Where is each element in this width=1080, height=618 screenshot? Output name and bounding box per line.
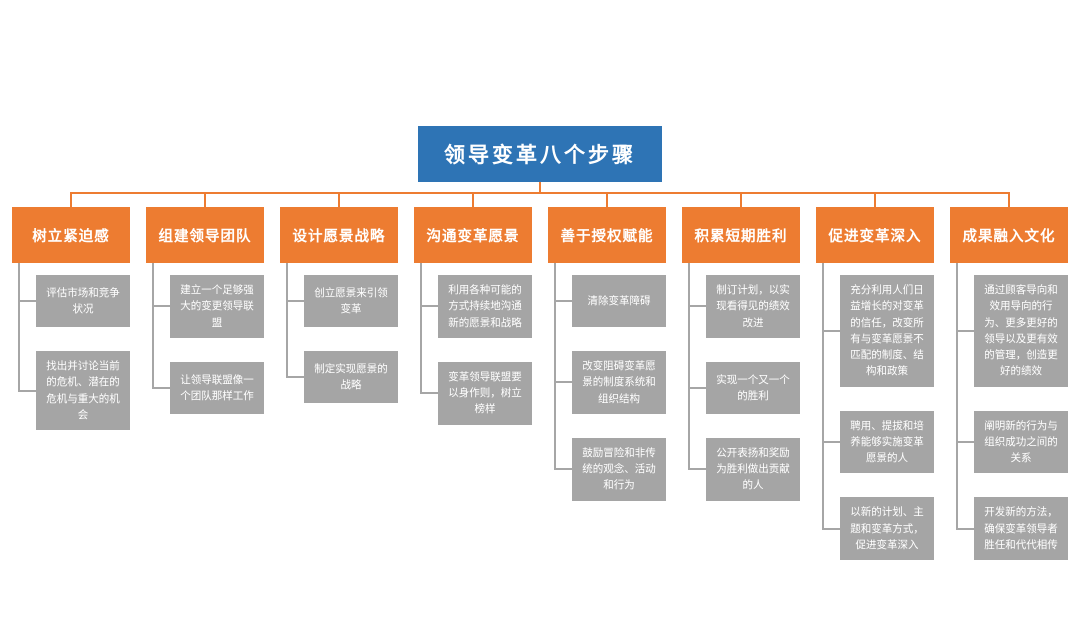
step-details: 通过顾客导向和效用导向的行为、更多更好的领导以及更有效的管理，创造更好的绩效 阐… — [950, 263, 1068, 572]
step-details: 充分利用人们日益增长的对变革的信任，改变所有与变革愿景不匹配的制度、结构和政策 … — [816, 263, 934, 572]
step-details: 利用各种可能的方式持续地沟通新的愿景和战略 变革领导联盟要以身作则，树立榜样 — [414, 263, 532, 437]
step-details: 评估市场和竞争状况 找出并讨论当前的危机、潜在的危机与重大的机会 — [12, 263, 130, 442]
step-column-5: 善于授权赋能 清除变革障碍 改变阻碍变革愿景的制度系统和组织结构 鼓励冒险和非传… — [548, 192, 666, 572]
detail-connector: 阐明新的行为与组织成功之间的关系 — [950, 398, 1068, 486]
detail-node: 清除变革障碍 — [572, 275, 666, 327]
detail-node: 变革领导联盟要以身作则，树立榜样 — [438, 361, 532, 425]
detail-node: 聘用、提拔和培养能够实施变革愿景的人 — [840, 410, 934, 474]
step-column-3: 设计愿景战略 创立愿景来引领变革 制定实现愿景的战略 — [280, 192, 398, 572]
step-node: 成果融入文化 — [950, 207, 1068, 263]
detail-connector: 充分利用人们日益增长的对变革的信任，改变所有与变革愿景不匹配的制度、结构和政策 — [816, 263, 934, 399]
detail-connector: 利用各种可能的方式持续地沟通新的愿景和战略 — [414, 263, 532, 350]
detail-node: 改变阻碍变革愿景的制度系统和组织结构 — [572, 351, 666, 414]
detail-connector: 鼓励冒险和非传统的观念、活动和行为 — [548, 425, 666, 513]
detail-node: 找出并讨论当前的危机、潜在的危机与重大的机会 — [36, 351, 130, 431]
detail-node: 公开表扬和奖励为胜利做出贡献的人 — [706, 437, 800, 501]
detail-connector: 通过顾客导向和效用导向的行为、更多更好的领导以及更有效的管理，创造更好的绩效 — [950, 263, 1068, 399]
detail-connector: 制订计划，以实现看得见的绩效改进 — [682, 263, 800, 350]
step-node: 促进变革深入 — [816, 207, 934, 263]
step-column-7: 促进变革深入 充分利用人们日益增长的对变革的信任，改变所有与变革愿景不匹配的制度… — [816, 192, 934, 572]
step-column-8: 成果融入文化 通过顾客导向和效用导向的行为、更多更好的领导以及更有效的管理，创造… — [950, 192, 1068, 572]
step-details: 创立愿景来引领变革 制定实现愿景的战略 — [280, 263, 398, 415]
step-node: 沟通变革愿景 — [414, 207, 532, 263]
detail-node: 鼓励冒险和非传统的观念、活动和行为 — [572, 437, 666, 501]
step-column-2: 组建领导团队 建立一个足够强大的变更领导联盟 让领导联盟像一个团队那样工作 — [146, 192, 264, 572]
detail-connector: 找出并讨论当前的危机、潜在的危机与重大的机会 — [12, 339, 130, 442]
step-details: 建立一个足够强大的变更领导联盟 让领导联盟像一个团队那样工作 — [146, 263, 264, 426]
title-connector-stub — [539, 182, 541, 192]
detail-node: 阐明新的行为与组织成功之间的关系 — [974, 410, 1068, 474]
step-node: 树立紧迫感 — [12, 207, 130, 263]
detail-connector: 评估市场和竞争状况 — [12, 263, 130, 339]
steps-row: 树立紧迫感 评估市场和竞争状况 找出并讨论当前的危机、潜在的危机与重大的机会 组… — [12, 192, 1068, 572]
detail-node: 通过顾客导向和效用导向的行为、更多更好的领导以及更有效的管理，创造更好的绩效 — [974, 275, 1068, 387]
detail-connector: 开发新的方法，确保变革领导者胜任和代代相传 — [950, 485, 1068, 572]
step-column-6: 积累短期胜利 制订计划，以实现看得见的绩效改进 实现一个又一个的胜利 公开表扬和… — [682, 192, 800, 572]
detail-node: 创立愿景来引领变革 — [304, 275, 398, 327]
detail-connector: 公开表扬和奖励为胜利做出贡献的人 — [682, 425, 800, 513]
step-columns: 树立紧迫感 评估市场和竞争状况 找出并讨论当前的危机、潜在的危机与重大的机会 组… — [12, 192, 1068, 572]
step-details: 制订计划，以实现看得见的绩效改进 实现一个又一个的胜利 公开表扬和奖励为胜利做出… — [682, 263, 800, 513]
detail-connector: 改变阻碍变革愿景的制度系统和组织结构 — [548, 339, 666, 426]
detail-node: 开发新的方法，确保变革领导者胜任和代代相传 — [974, 497, 1068, 561]
diagram-title: 领导变革八个步骤 — [418, 126, 662, 182]
step-column-1: 树立紧迫感 评估市场和竞争状况 找出并讨论当前的危机、潜在的危机与重大的机会 — [12, 192, 130, 572]
step-details: 清除变革障碍 改变阻碍变革愿景的制度系统和组织结构 鼓励冒险和非传统的观念、活动… — [548, 263, 666, 513]
detail-connector: 以新的计划、主题和变革方式，促进变革深入 — [816, 485, 934, 572]
detail-node: 评估市场和竞争状况 — [36, 275, 130, 327]
step-node: 善于授权赋能 — [548, 207, 666, 263]
step-node: 设计愿景战略 — [280, 207, 398, 263]
detail-connector: 创立愿景来引领变革 — [280, 263, 398, 339]
detail-connector: 变革领导联盟要以身作则，树立榜样 — [414, 349, 532, 437]
detail-connector: 实现一个又一个的胜利 — [682, 349, 800, 426]
detail-node: 充分利用人们日益增长的对变革的信任，改变所有与变革愿景不匹配的制度、结构和政策 — [840, 275, 934, 387]
step-node: 积累短期胜利 — [682, 207, 800, 263]
detail-connector: 建立一个足够强大的变更领导联盟 — [146, 263, 264, 350]
detail-connector: 让领导联盟像一个团队那样工作 — [146, 349, 264, 426]
top-connector-line — [71, 192, 1009, 194]
detail-node: 以新的计划、主题和变革方式，促进变革深入 — [840, 497, 934, 561]
step-column-4: 沟通变革愿景 利用各种可能的方式持续地沟通新的愿景和战略 变革领导联盟要以身作则… — [414, 192, 532, 572]
detail-node: 建立一个足够强大的变更领导联盟 — [170, 275, 264, 338]
step-node: 组建领导团队 — [146, 207, 264, 263]
detail-node: 制订计划，以实现看得见的绩效改进 — [706, 275, 800, 338]
detail-connector: 聘用、提拔和培养能够实施变革愿景的人 — [816, 398, 934, 486]
title-row: 领导变革八个步骤 — [0, 0, 1080, 182]
detail-connector: 制定实现愿景的战略 — [280, 339, 398, 415]
detail-node: 让领导联盟像一个团队那样工作 — [170, 361, 264, 414]
detail-node: 实现一个又一个的胜利 — [706, 361, 800, 414]
detail-node: 制定实现愿景的战略 — [304, 351, 398, 403]
detail-connector: 清除变革障碍 — [548, 263, 666, 339]
detail-node: 利用各种可能的方式持续地沟通新的愿景和战略 — [438, 275, 532, 338]
